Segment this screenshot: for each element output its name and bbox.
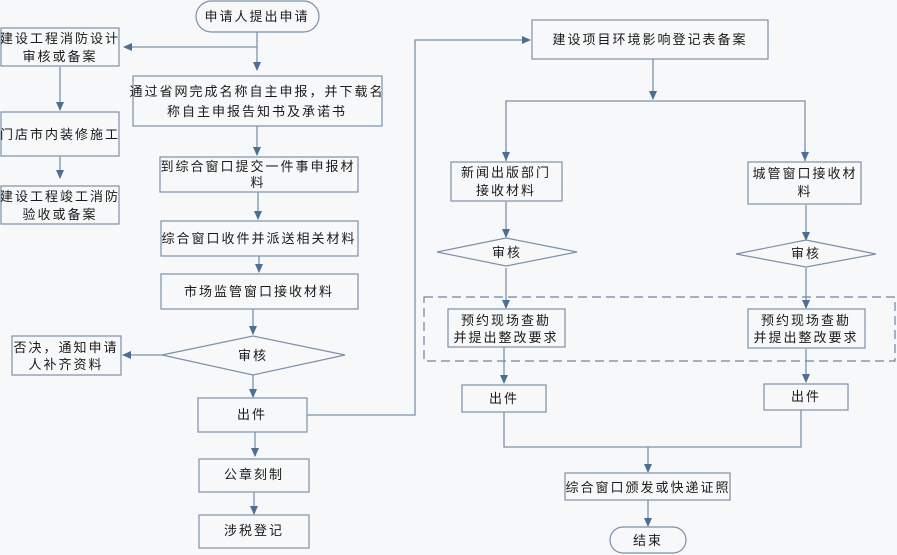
node-review-main[interactable] [161,335,346,376]
node-issue-main-label: 出件 [237,408,267,423]
node-market-receive-label: 市场监管窗口接收材料 [184,284,334,300]
node-inspect-city-label-2: 并提出整改要求 [753,330,858,346]
node-inspect-press-label-2: 并提出整改要求 [453,330,558,346]
node-end-label: 结束 [633,534,663,549]
node-env-filing[interactable] [531,19,769,60]
node-press-receive[interactable] [450,161,563,202]
node-inspect-city[interactable] [747,308,866,349]
node-review-press-label: 审核 [492,246,522,261]
edge-issues-merge [503,410,802,448]
node-env-filing-label: 建设项目环境影响登记表备案 [552,32,747,48]
node-tax[interactable] [198,514,310,549]
node-renovation-label: 门店市内装修施工 [0,127,120,143]
node-name-report-label-2: 称自主申报告知书及承诺书 [167,104,347,120]
node-fire-acceptance-label: 建设工程竣工消防 [0,189,120,205]
connectors [56,32,810,527]
labels: 申请人提出申请 建设工程消防设计 审核或备案 通过省网完成名称自主申报，并下载名… [0,9,858,549]
node-end[interactable] [609,526,687,554]
node-certificate-label: 综合窗口颁发或快递证照 [565,480,730,496]
node-press-receive-label: 新闻出版部门 [461,165,551,181]
node-window-receive[interactable] [160,220,359,257]
node-reject[interactable] [11,335,122,376]
node-tax-label: 涉税登记 [224,524,284,539]
node-issue-press[interactable] [461,384,547,413]
node-inspect-press-label: 预约现场查勘 [461,314,551,329]
node-inspect-city-label: 预约现场查勘 [761,314,851,329]
node-submit-materials-label-2: 料 [250,176,265,191]
node-submit-materials[interactable] [159,156,359,193]
node-reject-label: 否决，通知申请 [13,340,118,356]
inspection-group-frame [423,296,896,362]
node-inspect-press[interactable] [447,308,566,348]
node-name-report[interactable] [132,75,383,127]
node-press-receive-label-2: 接收材料 [476,183,536,199]
node-renovation[interactable] [0,111,120,157]
node-window-receive-label: 综合窗口收件并派送相关材料 [161,231,356,247]
node-issue-main[interactable] [197,397,308,433]
node-review-press[interactable] [436,237,578,267]
node-fire-acceptance[interactable] [0,185,120,225]
node-review-city-label: 审核 [791,247,821,262]
node-review-main-label: 审核 [238,349,268,364]
node-fire-design[interactable] [0,27,120,67]
node-name-report-label: 通过省网完成名称自主申报，并下载名 [129,84,384,100]
node-issue-city-label: 出件 [791,390,821,405]
node-issue-city[interactable] [763,383,849,411]
nodes [0,0,877,554]
node-seal[interactable] [198,458,310,493]
node-city-receive[interactable] [747,161,862,205]
node-reject-label-2: 人补齐资料 [28,357,103,373]
node-review-city[interactable] [735,239,877,268]
node-start[interactable] [195,0,320,33]
node-submit-materials-label: 到综合窗口提交一件事申报材 [160,159,355,175]
node-city-receive-label-2: 料 [797,185,812,200]
node-fire-design-label-2: 审核或备案 [22,49,97,65]
node-fire-design-label: 建设工程消防设计 [0,31,120,47]
node-certificate[interactable] [564,472,731,501]
node-market-receive[interactable] [160,273,359,310]
node-start-label: 申请人提出申请 [204,9,309,25]
node-seal-label: 公章刻制 [224,467,284,483]
node-issue-press-label: 出件 [489,392,519,407]
edge-env-split [505,100,806,161]
edge-issue-env [307,36,531,416]
node-city-receive-label: 城管窗口接收材 [752,166,857,182]
node-fire-acceptance-label-2: 验收或备案 [22,207,97,223]
